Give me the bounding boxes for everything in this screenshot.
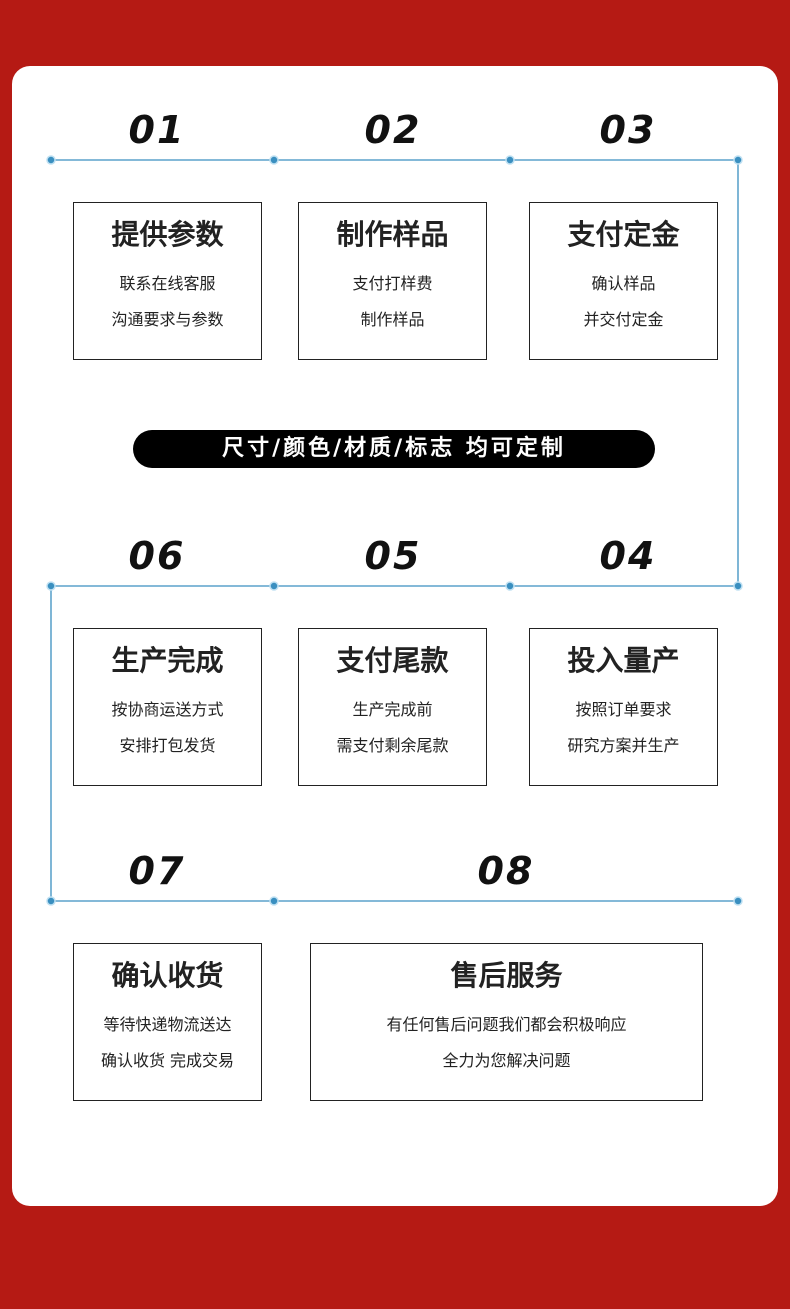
step-number-05: 05 [364, 534, 422, 578]
step-desc-line: 全力为您解决问题 [442, 1051, 571, 1070]
step-card-07: 确认收货 等待快递物流送达 确认收货 完成交易 [73, 943, 262, 1101]
step-number-07: 07 [128, 849, 186, 893]
step-title: 售后服务 [450, 959, 563, 992]
step-desc-line: 等待快递物流送达 [103, 1015, 232, 1034]
step-desc-line: 研究方案并生产 [567, 736, 680, 755]
flow-node [733, 155, 743, 165]
step-card-06: 生产完成 按协商运送方式 安排打包发货 [73, 628, 262, 786]
flow-node [46, 155, 56, 165]
step-card-05: 支付尾款 生产完成前 需支付剩余尾款 [298, 628, 487, 786]
flow-node [733, 896, 743, 906]
step-desc-line: 生产完成前 [352, 700, 433, 719]
step-card-04: 投入量产 按照订单要求 研究方案并生产 [529, 628, 718, 786]
step-title: 制作样品 [336, 218, 449, 251]
step-number-02: 02 [364, 108, 422, 152]
step-card-03: 支付定金 确认样品 并交付定金 [529, 202, 718, 360]
step-number-06: 06 [128, 534, 186, 578]
step-card-02: 制作样品 支付打样费 制作样品 [298, 202, 487, 360]
step-desc-line: 确认样品 [591, 274, 656, 293]
step-title: 生产完成 [111, 644, 224, 677]
step-desc-line: 按协商运送方式 [111, 700, 224, 719]
step-desc-line: 确认收货 完成交易 [100, 1051, 235, 1070]
step-title: 投入量产 [567, 644, 680, 677]
step-desc-line: 安排打包发货 [119, 736, 216, 755]
step-desc-line: 沟通要求与参数 [111, 310, 224, 329]
flow-node [733, 581, 743, 591]
step-desc-line: 有任何售后问题我们都会积极响应 [386, 1015, 627, 1034]
flow-node [269, 896, 279, 906]
step-number-04: 04 [599, 534, 657, 578]
flow-node [505, 581, 515, 591]
step-title: 支付定金 [567, 218, 680, 251]
flow-node [46, 581, 56, 591]
step-number-08: 08 [477, 849, 535, 893]
step-desc-line: 制作样品 [360, 310, 425, 329]
step-number-01: 01 [128, 108, 186, 152]
step-desc-line: 联系在线客服 [119, 274, 216, 293]
step-card-08: 售后服务 有任何售后问题我们都会积极响应 全力为您解决问题 [310, 943, 703, 1101]
flow-node [269, 581, 279, 591]
step-title: 确认收货 [111, 959, 224, 992]
step-title: 支付尾款 [336, 644, 449, 677]
flow-node [46, 896, 56, 906]
customization-banner: 尺寸/颜色/材质/标志 均可定制 [133, 430, 655, 468]
flow-node [505, 155, 515, 165]
step-desc-line: 按照订单要求 [575, 700, 672, 719]
step-desc-line: 并交付定金 [583, 310, 664, 329]
flow-node [269, 155, 279, 165]
step-title: 提供参数 [111, 218, 224, 251]
step-desc-line: 支付打样费 [352, 274, 433, 293]
step-desc-line: 需支付剩余尾款 [336, 736, 449, 755]
step-card-01: 提供参数 联系在线客服 沟通要求与参数 [73, 202, 262, 360]
step-number-03: 03 [599, 108, 657, 152]
